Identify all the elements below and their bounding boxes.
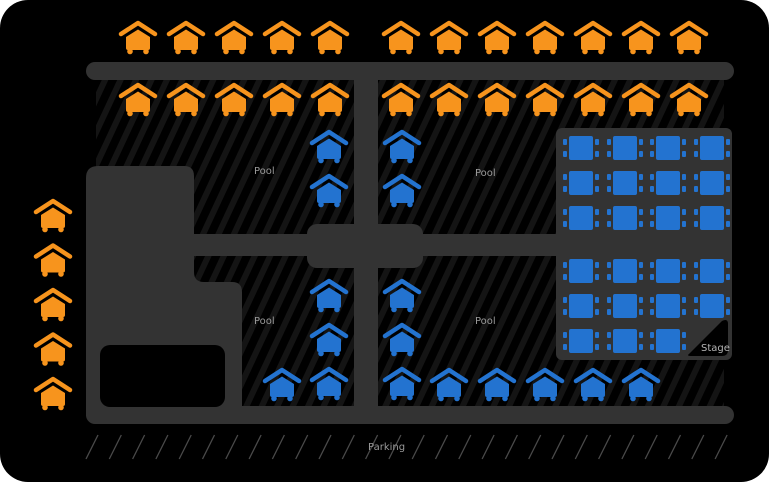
stage: [688, 320, 728, 356]
parking-space-line: [201, 434, 216, 460]
parking-space-line: [271, 434, 285, 460]
pool-label-nw[interactable]: Pool: [254, 166, 275, 177]
seating-area: [556, 128, 732, 360]
parking-space-line: [132, 434, 146, 460]
parking-space-line: [691, 434, 705, 460]
road-north: [86, 62, 734, 80]
parking-space-line: [504, 434, 518, 460]
parking-space-line: [388, 434, 402, 460]
parking-space-line: [574, 434, 588, 460]
building-courtyard: [100, 345, 225, 407]
roads: [86, 62, 734, 424]
parking-space-line: [318, 434, 332, 460]
parking-space-line: [365, 434, 379, 460]
parking-space-line: [411, 434, 425, 460]
pool-label-sw[interactable]: Pool: [254, 316, 275, 327]
pool-label-ne[interactable]: Pool: [475, 168, 496, 179]
road-south: [86, 406, 734, 424]
pool-label-se[interactable]: Pool: [475, 316, 496, 327]
parking-space-line: [295, 434, 309, 460]
parking-space-line: [644, 434, 658, 460]
roundabout: [307, 224, 423, 268]
parking-space-line: [85, 434, 99, 460]
parking-space-line: [341, 434, 355, 460]
parking-space-line: [155, 434, 169, 460]
parking-space-line: [667, 434, 682, 460]
parking-space-line: [621, 434, 635, 460]
parking-space-line: [108, 434, 122, 460]
parking-space-line: [458, 434, 472, 460]
parking-space-line: [434, 434, 449, 460]
parking-space-line: [248, 434, 262, 460]
parking-space-line: [598, 434, 612, 460]
parking-space-line: [528, 434, 542, 460]
parking-label[interactable]: Parking: [368, 442, 405, 453]
parking-space-line: [714, 434, 728, 460]
stage-label: Stage: [701, 343, 730, 354]
parking-lot: [85, 434, 728, 460]
parking-space-line: [551, 434, 565, 460]
parking-space-line: [225, 434, 239, 460]
parking-space-line: [178, 434, 192, 460]
parking-space-line: [481, 434, 495, 460]
